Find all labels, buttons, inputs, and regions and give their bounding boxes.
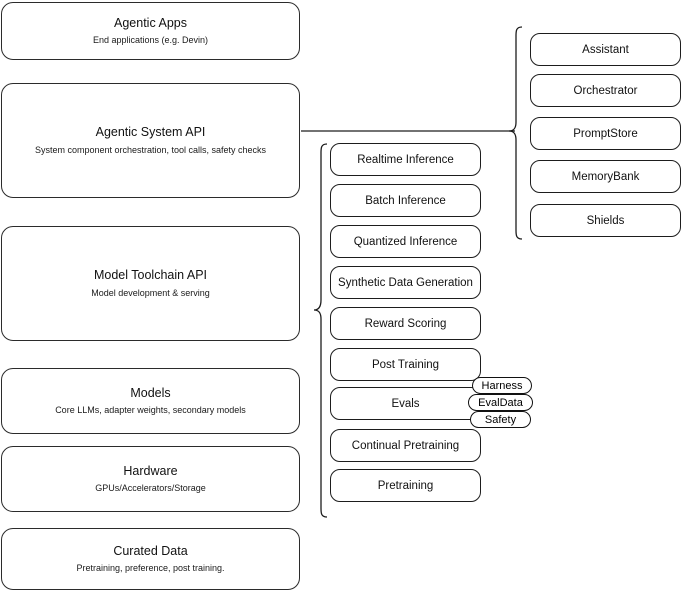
stack-layer-subtitle: Core LLMs, adapter weights, secondary mo… bbox=[55, 405, 246, 416]
evals-subcomponent-label: Safety bbox=[484, 413, 517, 426]
agentic-component-label: MemoryBank bbox=[571, 170, 640, 183]
toolchain-item-synthetic-data-generation[interactable]: Synthetic Data Generation bbox=[330, 266, 481, 299]
agentic-component-assistant[interactable]: Assistant bbox=[530, 33, 681, 66]
agentic-component-label: Assistant bbox=[582, 43, 629, 56]
stack-layer-hardware[interactable]: Hardware GPUs/Accelerators/Storage bbox=[1, 446, 300, 512]
evals-subcomponent-safety[interactable]: Safety bbox=[470, 411, 531, 428]
stack-layer-title: Curated Data bbox=[113, 543, 188, 558]
toolchain-item-label: Reward Scoring bbox=[364, 317, 447, 330]
toolchain-item-continual-pretraining[interactable]: Continual Pretraining bbox=[330, 429, 481, 462]
stack-layer-subtitle: Pretraining, preference, post training. bbox=[76, 563, 225, 574]
stack-layer-model-toolchain-api[interactable]: Model Toolchain API Model development & … bbox=[1, 226, 300, 341]
stack-layer-subtitle: End applications (e.g. Devin) bbox=[92, 35, 209, 46]
agentic-component-orchestrator[interactable]: Orchestrator bbox=[530, 74, 681, 107]
brace-agentic-components bbox=[508, 26, 523, 240]
toolchain-item-reward-scoring[interactable]: Reward Scoring bbox=[330, 307, 481, 340]
stack-layer-agentic-system-api[interactable]: Agentic System API System component orch… bbox=[1, 83, 300, 198]
toolchain-item-label: Realtime Inference bbox=[357, 153, 454, 166]
stack-layer-title: Agentic Apps bbox=[114, 15, 187, 30]
brace-toolchain-capabilities bbox=[313, 143, 328, 518]
stack-layer-subtitle: System component orchestration, tool cal… bbox=[34, 144, 267, 155]
toolchain-item-label: Evals bbox=[391, 397, 420, 410]
agentic-component-label: Orchestrator bbox=[573, 84, 638, 97]
toolchain-item-quantized-inference[interactable]: Quantized Inference bbox=[330, 225, 481, 258]
toolchain-item-batch-inference[interactable]: Batch Inference bbox=[330, 184, 481, 217]
evals-subcomponent-label: Harness bbox=[481, 379, 523, 392]
stack-layer-title: Models bbox=[130, 385, 171, 400]
toolchain-item-label: Continual Pretraining bbox=[351, 439, 460, 452]
evals-subcomponent-evaldata[interactable]: EvalData bbox=[468, 394, 533, 411]
stack-layer-title: Hardware bbox=[123, 463, 178, 478]
stack-layer-models[interactable]: Models Core LLMs, adapter weights, secon… bbox=[1, 368, 300, 434]
toolchain-item-evals[interactable]: Evals bbox=[330, 387, 481, 420]
stack-layer-title: Agentic System API bbox=[95, 125, 206, 140]
stack-layer-subtitle: Model development & serving bbox=[91, 287, 210, 298]
toolchain-item-realtime-inference[interactable]: Realtime Inference bbox=[330, 143, 481, 176]
toolchain-item-pretraining[interactable]: Pretraining bbox=[330, 469, 481, 502]
agentic-component-memorybank[interactable]: MemoryBank bbox=[530, 160, 681, 193]
toolchain-item-label: Pretraining bbox=[377, 479, 434, 492]
toolchain-item-label: Batch Inference bbox=[365, 194, 446, 207]
agentic-component-label: PromptStore bbox=[573, 127, 638, 140]
toolchain-item-label: Post Training bbox=[371, 358, 440, 371]
stack-layer-title: Model Toolchain API bbox=[93, 268, 208, 283]
agentic-component-promptstore[interactable]: PromptStore bbox=[530, 117, 681, 150]
evals-subcomponent-harness[interactable]: Harness bbox=[472, 377, 532, 394]
toolchain-item-label: Quantized Inference bbox=[353, 235, 458, 248]
agentic-component-label: Shields bbox=[586, 214, 625, 227]
toolchain-item-label: Synthetic Data Generation bbox=[338, 276, 473, 289]
stack-layer-subtitle: GPUs/Accelerators/Storage bbox=[95, 483, 206, 494]
stack-layer-agentic-apps[interactable]: Agentic Apps End applications (e.g. Devi… bbox=[1, 2, 300, 60]
stack-layer-curated-data[interactable]: Curated Data Pretraining, preference, po… bbox=[1, 528, 300, 590]
evals-subcomponent-label: EvalData bbox=[478, 396, 523, 409]
toolchain-item-post-training[interactable]: Post Training bbox=[330, 348, 481, 381]
agentic-component-shields[interactable]: Shields bbox=[530, 204, 681, 237]
